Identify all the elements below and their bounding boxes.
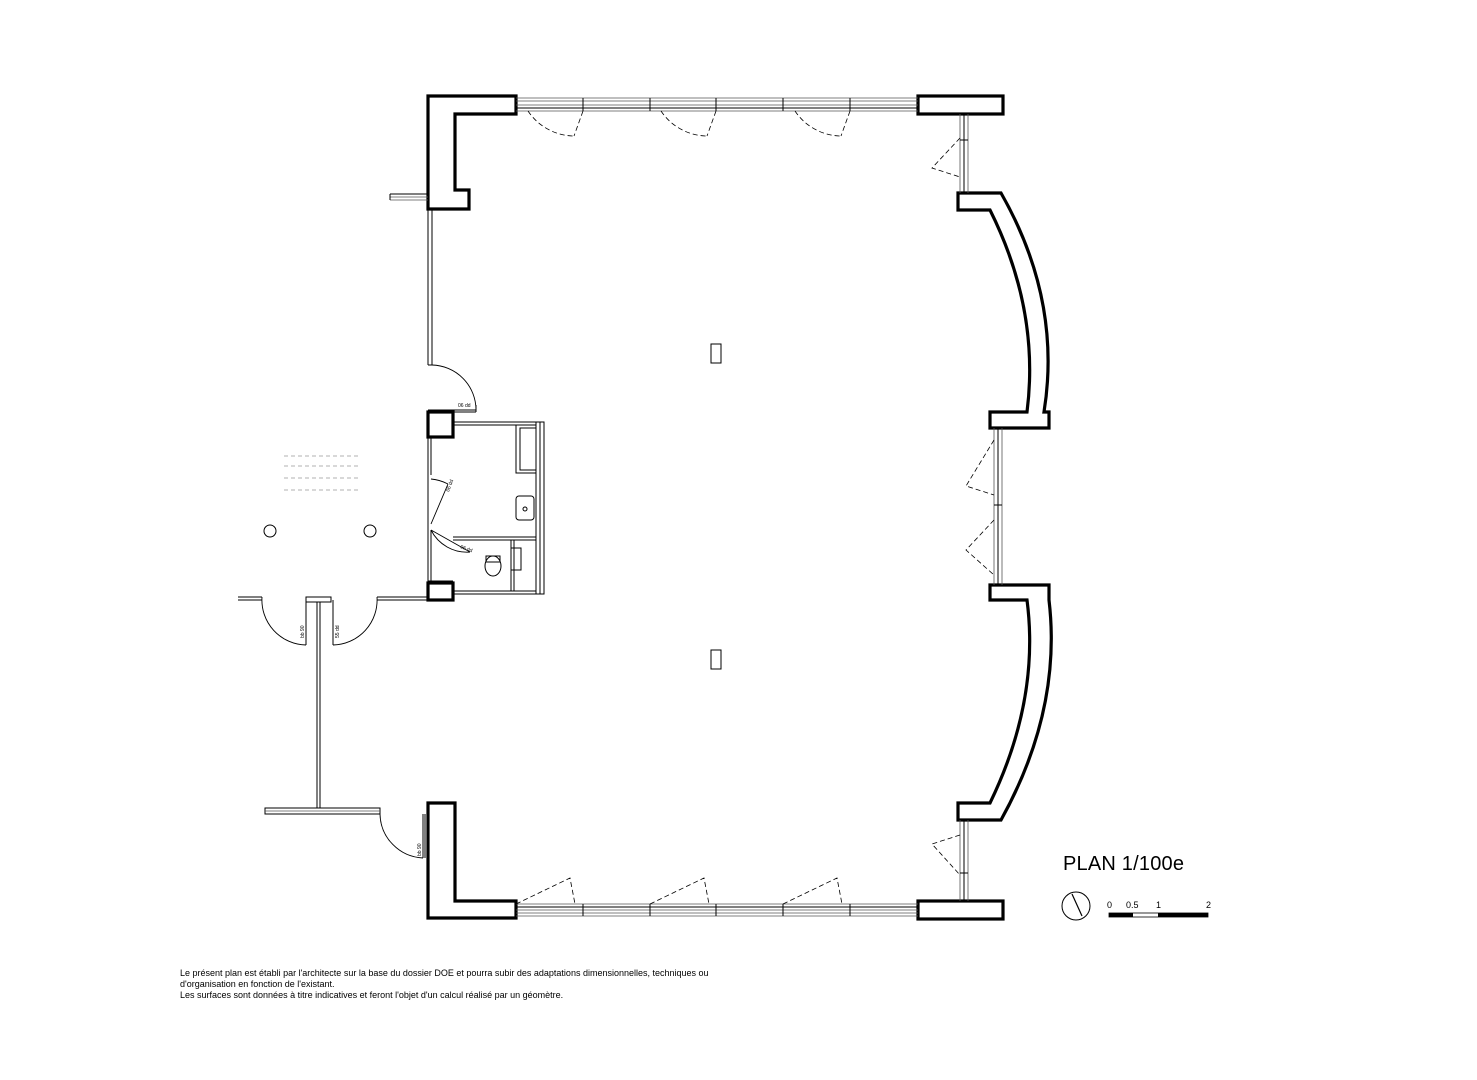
scale-label-0: 0: [1107, 900, 1113, 910]
note-line-2: d'organisation en fonction de l'existant…: [180, 979, 335, 989]
door-label-1: 06 dd: [458, 403, 471, 409]
wall-top-right-pier: [916, 94, 1005, 116]
wall-lower-bay: [956, 583, 1053, 822]
door-label-4: bb 90: [300, 625, 306, 638]
wall-top-left-pier: [426, 94, 518, 211]
glazing-bottom: [516, 903, 918, 917]
window-swings-top: [527, 110, 851, 137]
note-line-3: Les surfaces sont données à titre indica…: [180, 990, 564, 1000]
pillar-lower: [710, 649, 722, 670]
scale-bar: [1108, 912, 1209, 918]
north-compass-icon: [1061, 891, 1091, 921]
plan-title: PLAN 1/100e: [1063, 853, 1185, 875]
sanitary-block: [426, 410, 545, 602]
scale-label-2: 2: [1206, 900, 1212, 910]
window-swings-bottom: [515, 877, 843, 905]
door-label-6: bb 90: [417, 843, 423, 856]
glazing-left-upper: [389, 193, 433, 365]
door-label-2: 06 dd: [445, 479, 455, 493]
column-right: [363, 524, 377, 538]
door-label-3: 06 dd: [459, 544, 473, 554]
entrance-vestibule: [238, 455, 428, 859]
wall-upper-bay: [956, 191, 1051, 430]
pillar-upper: [710, 343, 722, 364]
scale-label-0-5: 0.5: [1126, 900, 1139, 910]
glazing-top: [516, 97, 918, 112]
disclaimer-notes: Le présent plan est établi par l'archite…: [180, 968, 820, 1001]
wall-bottom-left-pier: [426, 801, 518, 920]
column-left: [263, 524, 277, 538]
glazing-right: [931, 114, 1003, 901]
scale-label-1: 1: [1156, 900, 1162, 910]
washbasin-icon: [515, 495, 535, 521]
wall-bottom-right-pier: [916, 899, 1005, 921]
note-line-1: Le présent plan est établi par l'archite…: [180, 968, 709, 978]
toilet-icon: [484, 555, 502, 577]
door-label-5: 55 dd: [335, 625, 341, 638]
